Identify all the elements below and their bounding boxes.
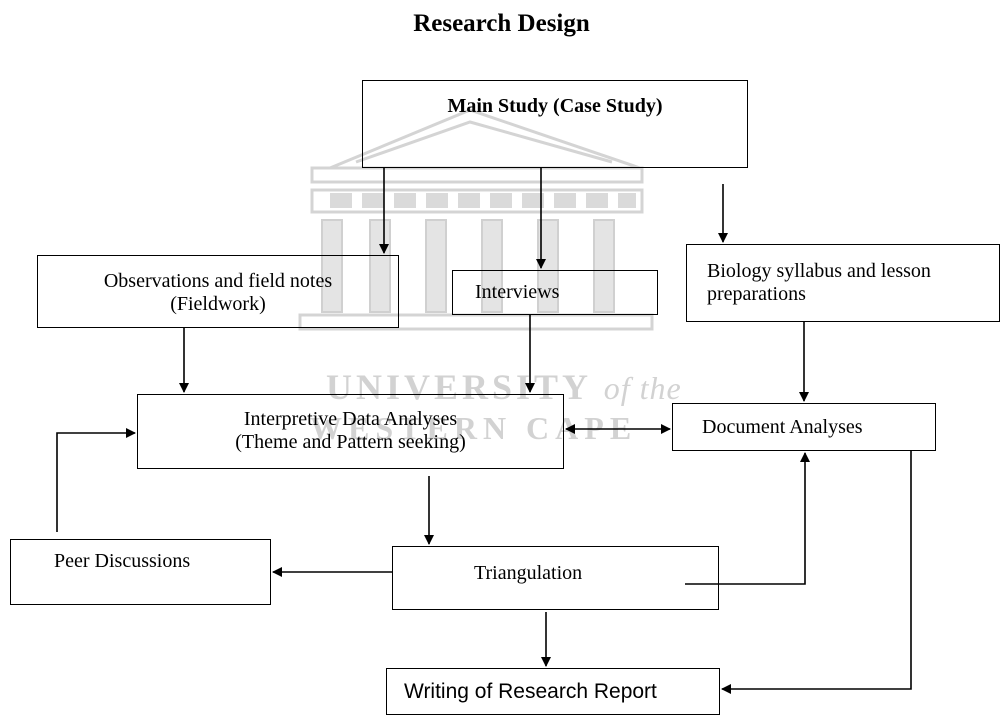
node-triangulation-label: Triangulation xyxy=(474,562,583,584)
arrow-peer-to-interpretive xyxy=(56,428,136,532)
node-observations: Observations and field notes (Fieldwork) xyxy=(37,255,399,328)
node-interpretive-line2: (Theme and Pattern seeking) xyxy=(235,431,466,453)
node-biology-line2: preparations xyxy=(707,283,806,305)
node-biology-line1: Biology syllabus and lesson xyxy=(707,260,931,282)
watermark-of-the: of the xyxy=(603,370,682,406)
node-interviews: Interviews xyxy=(452,270,658,315)
node-peer-discussions-label: Peer Discussions xyxy=(54,550,191,572)
arrow-triangulation-to-document xyxy=(685,452,810,585)
node-observations-line2: (Fieldwork) xyxy=(170,293,266,315)
node-interviews-label: Interviews xyxy=(475,281,560,303)
node-main-study: Main Study (Case Study) xyxy=(362,80,748,168)
watermark-university-text: UNIVERSITY of the xyxy=(326,366,682,408)
node-interpretive-analyses: Interpretive Data Analyses (Theme and Pa… xyxy=(137,394,564,469)
arrow-document-to-writing xyxy=(721,451,912,694)
node-writing-report: Writing of Research Report xyxy=(386,668,720,715)
node-main-study-label: Main Study (Case Study) xyxy=(447,95,663,117)
node-observations-line1: Observations and field notes xyxy=(103,270,333,292)
node-peer-discussions: Peer Discussions xyxy=(10,539,271,605)
watermark-university-word: UNIVERSITY xyxy=(326,367,591,407)
node-document-analyses: Document Analyses xyxy=(672,403,936,451)
node-biology-syllabus: Biology syllabus and lesson preparations xyxy=(686,244,1000,322)
node-interpretive-line1: Interpretive Data Analyses xyxy=(243,408,458,430)
node-triangulation: Triangulation xyxy=(392,546,719,610)
node-document-analyses-label: Document Analyses xyxy=(702,416,863,438)
diagram-title: Research Design xyxy=(413,10,590,37)
node-writing-report-label: Writing of Research Report xyxy=(404,680,657,703)
